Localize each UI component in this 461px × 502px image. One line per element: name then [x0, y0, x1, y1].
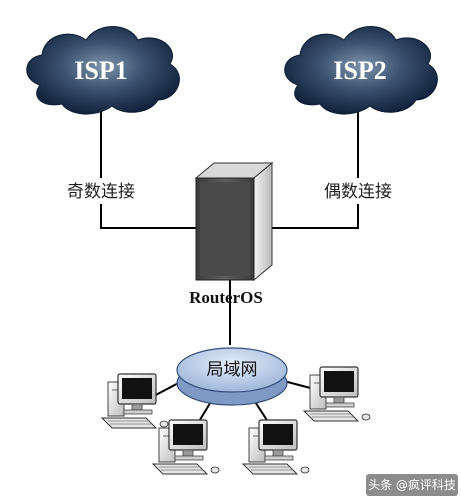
lan-node — [176, 347, 288, 406]
pc-icon-2 — [152, 419, 220, 475]
router-label: RouterOS — [189, 288, 263, 307]
even-link-label-bg — [309, 178, 407, 204]
pc-icon-3 — [242, 419, 310, 475]
lan-label: 局域网 — [207, 360, 258, 380]
watermark-text: 头条 @疯评科技 — [368, 477, 456, 492]
isp2-cloud: ISP2 — [284, 26, 438, 115]
watermark: 头条 @疯评科技 — [366, 474, 458, 496]
isp1-cloud: ISP1 — [26, 26, 180, 115]
odd-link-label: 奇数连接 — [67, 182, 135, 202]
even-link-label: 偶数连接 — [324, 182, 392, 202]
odd-link-line — [100, 95, 196, 229]
odd-link-label-bg — [52, 178, 150, 204]
isp1-label: ISP1 — [74, 56, 127, 85]
isp2-label: ISP2 — [333, 56, 386, 85]
even-link-line — [272, 95, 359, 229]
pc-icon-4 — [303, 366, 371, 422]
pc-icon-1 — [101, 373, 169, 429]
router-icon — [194, 161, 274, 282]
